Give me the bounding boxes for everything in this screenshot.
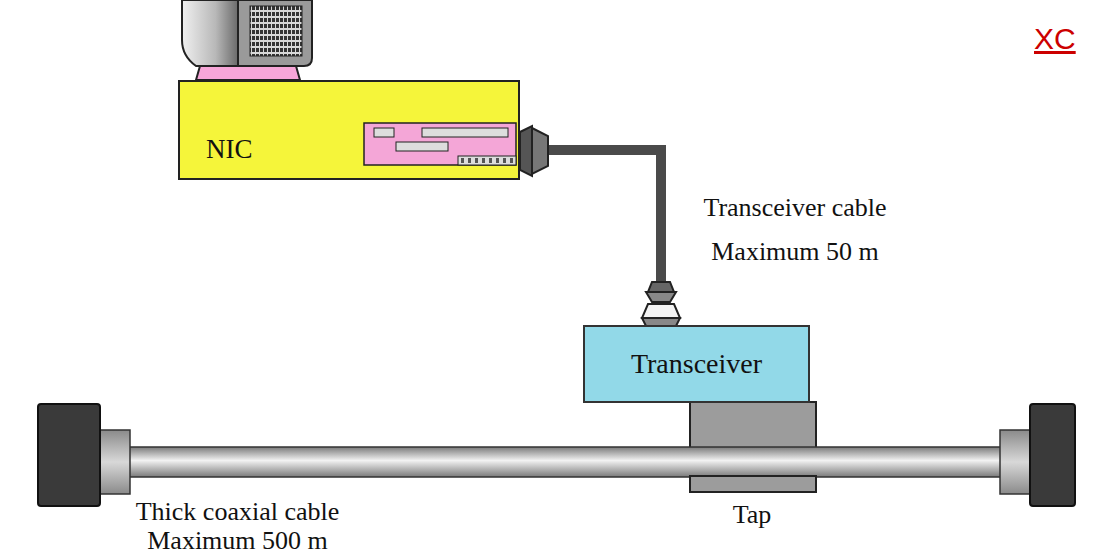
nic-card-box: NIC — [178, 80, 520, 180]
tap-label: Tap — [702, 500, 802, 529]
box-text: NIC — [206, 134, 253, 165]
heading-fragment: XC — [1034, 22, 1096, 56]
box-text: Transceiver — [631, 348, 762, 380]
network-card-graphic — [178, 80, 520, 180]
transceiver-box: Transceiver — [583, 325, 810, 403]
transceiver-cable — [520, 150, 661, 325]
coax-cable-label: Thick coaxial cable Maximum 500 m — [95, 497, 380, 555]
coaxial-cable — [38, 404, 1075, 506]
transceiver-plug — [642, 282, 680, 326]
monitor — [182, 0, 312, 80]
cable-label: Transceiver cable Maximum 50 m — [675, 186, 915, 274]
nic-plug — [520, 126, 548, 176]
